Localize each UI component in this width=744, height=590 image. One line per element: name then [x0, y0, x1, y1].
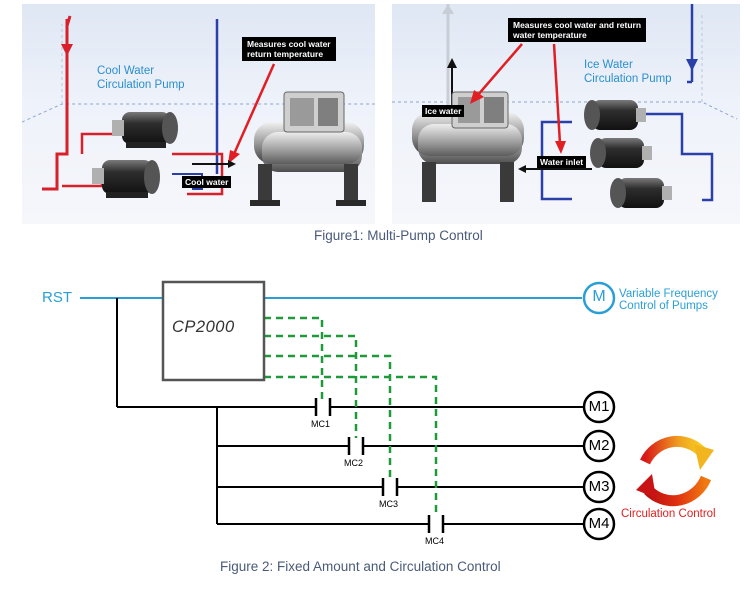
right-measure-note-line2: water temperature: [513, 30, 587, 40]
right-measure-note-line1: Measures cool water and return: [513, 20, 642, 30]
control-dashed-lines: [264, 316, 438, 516]
pump-motor-2-icon: [92, 160, 160, 198]
contactor-mc3-label: MC3: [379, 499, 399, 509]
water-inlet-tag: Water inlet: [537, 156, 587, 168]
pump-motor-1-icon: [112, 112, 178, 148]
left-measure-note-line1: Measures cool water: [247, 39, 331, 49]
ice-water-pump-label-line2: Circulation Pump: [584, 73, 672, 85]
contactor-mc2-symbol: [347, 437, 365, 455]
left-measure-note-line2: return temperature: [247, 49, 324, 59]
contactor-mc1-symbol: [314, 398, 332, 416]
right-chiller-unit-icon: [412, 91, 524, 202]
left-measure-note: Measures cool water return temperature: [242, 37, 336, 61]
contactor-mc4-label: MC4: [425, 536, 445, 546]
circulation-arrows-icon: [636, 435, 714, 507]
cool-water-pump-label-line2: Circulation Pump: [97, 79, 185, 91]
ice-pump-motor-1-icon: [584, 100, 646, 130]
chiller-unit-icon: [250, 91, 366, 206]
contactor-mc1-label: MC1: [311, 419, 331, 429]
figure1-left-panel: Cool Water Circulation Pump Measures coo…: [22, 4, 375, 224]
cp2000-label: CP2000: [172, 318, 235, 336]
contactor-mc3-symbol: [381, 478, 399, 496]
circulation-control-label: Circulation Control: [621, 508, 716, 520]
right-measure-note: Measures cool water and return water tem…: [508, 18, 647, 42]
rst-label: RST: [42, 289, 72, 306]
motor-m4-label: M4: [588, 515, 610, 532]
contactor-mc2-label: MC2: [344, 458, 364, 468]
vfd-motor-label: M: [592, 288, 606, 305]
vfd-label-line2: Control of Pumps: [619, 300, 708, 312]
cool-water-pump-label-line1: Cool Water: [97, 65, 155, 77]
ice-pump-motor-3-icon: [610, 178, 672, 208]
motor-m2-label: M2: [588, 437, 610, 454]
motor-m3-label: M3: [588, 478, 610, 495]
vfd-label-line1: Variable Frequency: [619, 288, 718, 300]
vfd-label: Variable Frequency Control of Pumps: [619, 288, 718, 312]
contactor-mc4-symbol: [427, 515, 445, 533]
ice-water-tag: Ice water: [422, 105, 465, 117]
cool-water-tag: Cool water: [182, 176, 232, 188]
ice-water-pump-label: Ice Water Circulation Pump: [584, 58, 672, 86]
ice-water-pump-label-line1: Ice Water: [584, 59, 633, 71]
cool-water-pump-label: Cool Water Circulation Pump: [97, 64, 185, 92]
figure1-right-panel: Measures cool water and return water tem…: [392, 4, 740, 224]
ice-pump-motor-2-icon: [590, 138, 652, 168]
figure2-caption: Figure 2: Fixed Amount and Circulation C…: [220, 559, 501, 574]
motor-m1-label: M1: [588, 398, 610, 415]
figure1-caption: Figure1: Multi-Pump Control: [314, 228, 483, 243]
